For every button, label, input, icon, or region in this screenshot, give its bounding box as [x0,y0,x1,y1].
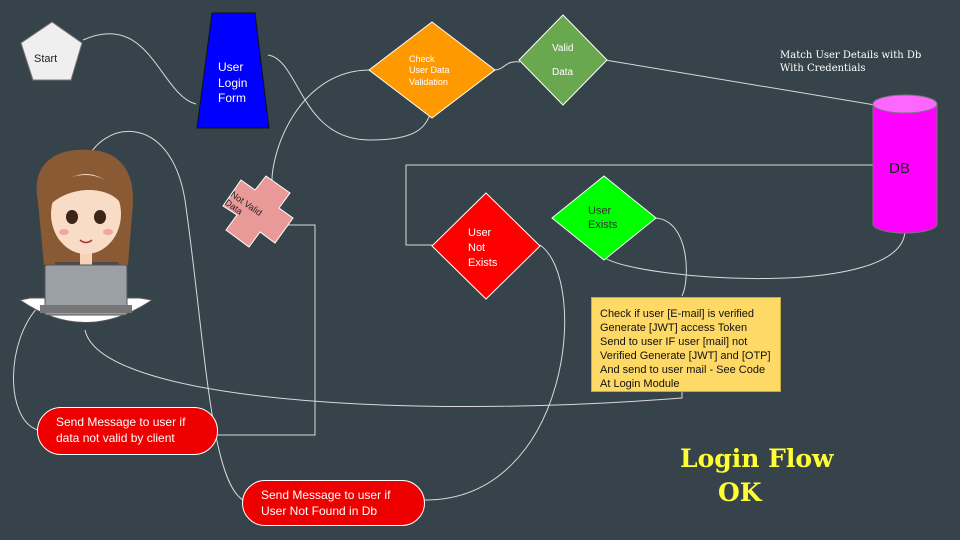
message-invalid-data-text: Send Message to user if data not valid b… [56,415,186,446]
jwt-process-note: Check if user [E-mail] is verified Gener… [591,297,781,392]
connector-user-to-msg-notfound [84,130,244,501]
connector-db-to-notexists [405,164,873,246]
user-exists-label: User Exists [588,205,618,232]
diagram-title: Login Flow [680,444,834,473]
user-exists-node [551,175,657,261]
message-invalid-data: Send Message to user if data not valid b… [37,407,218,455]
start-label: Start [34,53,58,65]
connector-notexists-to-msg [424,244,566,501]
check-validation-label: Check User Data Validation [409,54,450,87]
connector-db-to-exists [604,229,906,279]
message-user-not-found: Send Message to user if User Not Found i… [242,480,425,526]
valid-data-node [518,14,608,106]
connector-valid-to-db [604,59,906,111]
match-caption: Match User Details with Db With Credenti… [780,50,922,74]
db-label: DB [889,160,910,177]
check-validation-node [368,21,496,119]
diagram-title-status: OK [718,478,762,507]
login-form-label: User Login Form [218,60,248,106]
connector-note-to-user [84,329,683,407]
valid-data-label: Valid Data [552,43,574,78]
not-valid-node [222,175,294,248]
connector-form-to-check [267,54,431,141]
connector-start-to-form [82,33,197,105]
start-node [20,21,83,81]
user-avatar-illustration [18,149,154,323]
login-form-node [196,12,270,129]
connector-check-to-valid [493,61,521,71]
user-not-exists-label: User Not Exists [468,227,498,269]
connector-notvalid-to-msg [218,224,316,436]
connector-user-to-msg-invalid [13,304,41,431]
connector-check-to-notvalid [271,69,371,187]
message-user-not-found-text: Send Message to user if User Not Found i… [261,488,391,519]
connector-exists-to-note [654,217,687,297]
db-node [872,94,938,234]
user-not-exists-node [431,192,541,300]
